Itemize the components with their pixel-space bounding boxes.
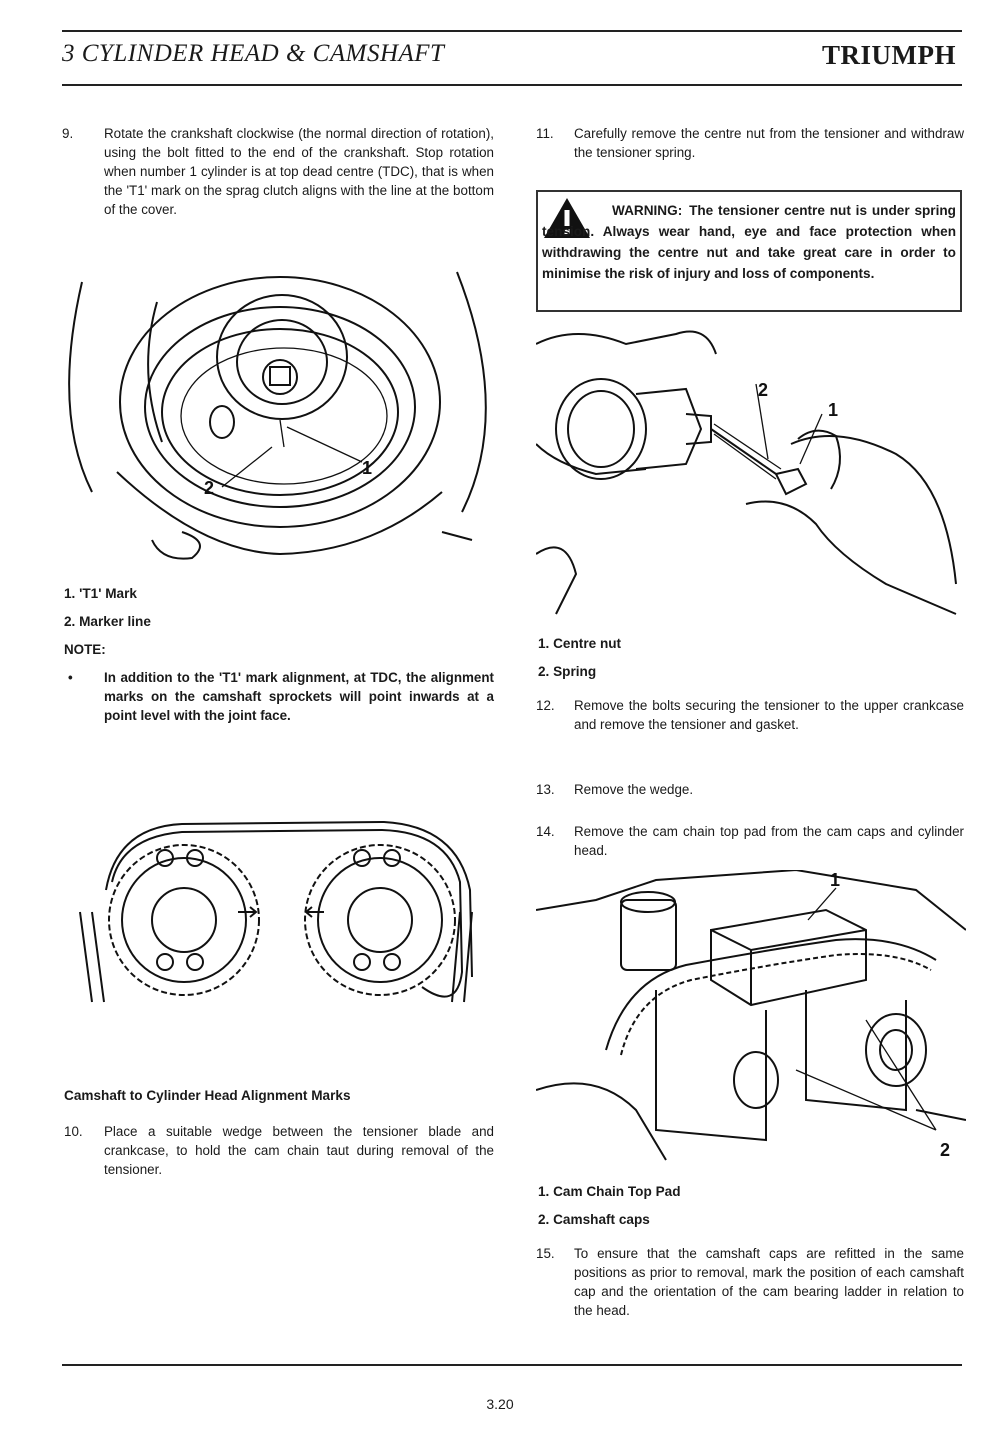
step-11-number: 11. xyxy=(536,126,554,141)
step-13-text: Remove the wedge. xyxy=(574,782,694,797)
step-10-text: Place a suitable wedge between the tensi… xyxy=(104,1124,494,1177)
fig1-callout-2: 2 xyxy=(204,478,214,498)
warning-box xyxy=(536,190,962,312)
fig1-caption-1: 1. 'T1' Mark xyxy=(64,586,137,601)
warning-label: WARNING: xyxy=(612,203,683,218)
step-14-text: Remove the cam chain top pad from the ca… xyxy=(574,824,964,858)
figure-cam-chain-top-pad: 1 2 xyxy=(536,870,966,1161)
step-14-number: 14. xyxy=(536,824,555,839)
page-number: 3.20 xyxy=(486,1396,514,1412)
figure-tensioner-centre-nut: 2 1 xyxy=(536,330,957,615)
step-15-text: To ensure that the camshaft caps are ref… xyxy=(574,1246,964,1318)
fig2-heading: Camshaft to Cylinder Head Alignment Mark… xyxy=(64,1088,351,1103)
warning-body: The tensioner centre nut is under spring… xyxy=(542,203,956,281)
fig4-caption-1: 1. Cam Chain Top Pad xyxy=(538,1184,681,1199)
chapter-title: 3 CYLINDER HEAD & CAMSHAFT xyxy=(62,40,445,67)
figure-sprag-clutch-t1-mark: 1 2 xyxy=(68,271,487,560)
fig3-caption-1: 1. Centre nut xyxy=(538,636,622,651)
fig1-caption-2: 2. Marker line xyxy=(64,614,151,629)
fig4-caption-2: 2. Camshaft caps xyxy=(538,1212,650,1227)
figure-camshaft-sprockets xyxy=(79,820,473,1003)
fig3-callout-2: 2 xyxy=(758,380,768,400)
warning-text: WARNING: The tensioner centre nut is und… xyxy=(542,200,956,284)
brand-logo: TRIUMPH xyxy=(822,40,956,70)
note-label: NOTE: xyxy=(64,642,106,657)
fig3-caption-2: 2. Spring xyxy=(538,664,597,679)
step-13-number: 13. xyxy=(536,782,555,797)
header-bottom-rule xyxy=(62,84,962,86)
header-top-rule xyxy=(62,30,962,32)
fig3-callout-1: 1 xyxy=(828,400,838,420)
step-12-number: 12. xyxy=(536,698,555,713)
note-bullet: • xyxy=(68,670,73,685)
note-text: In addition to the 'T1' mark alignment, … xyxy=(104,670,494,723)
footer-rule xyxy=(62,1364,962,1366)
step-9-text: Rotate the crankshaft clockwise (the nor… xyxy=(104,126,494,217)
step-11-text: Carefully remove the centre nut from the… xyxy=(574,126,964,160)
step-9-number: 9. xyxy=(62,126,74,141)
warning-label-line: WARNING: xyxy=(612,200,956,221)
step-10-number: 10. xyxy=(64,1124,83,1139)
step-15-number: 15. xyxy=(536,1246,555,1261)
fig1-callout-1: 1 xyxy=(362,458,372,478)
fig4-callout-2: 2 xyxy=(940,1140,950,1160)
warning-triangle-icon xyxy=(544,198,590,238)
step-12-text: Remove the bolts securing the tensioner … xyxy=(574,698,964,732)
fig4-callout-1: 1 xyxy=(830,870,840,890)
